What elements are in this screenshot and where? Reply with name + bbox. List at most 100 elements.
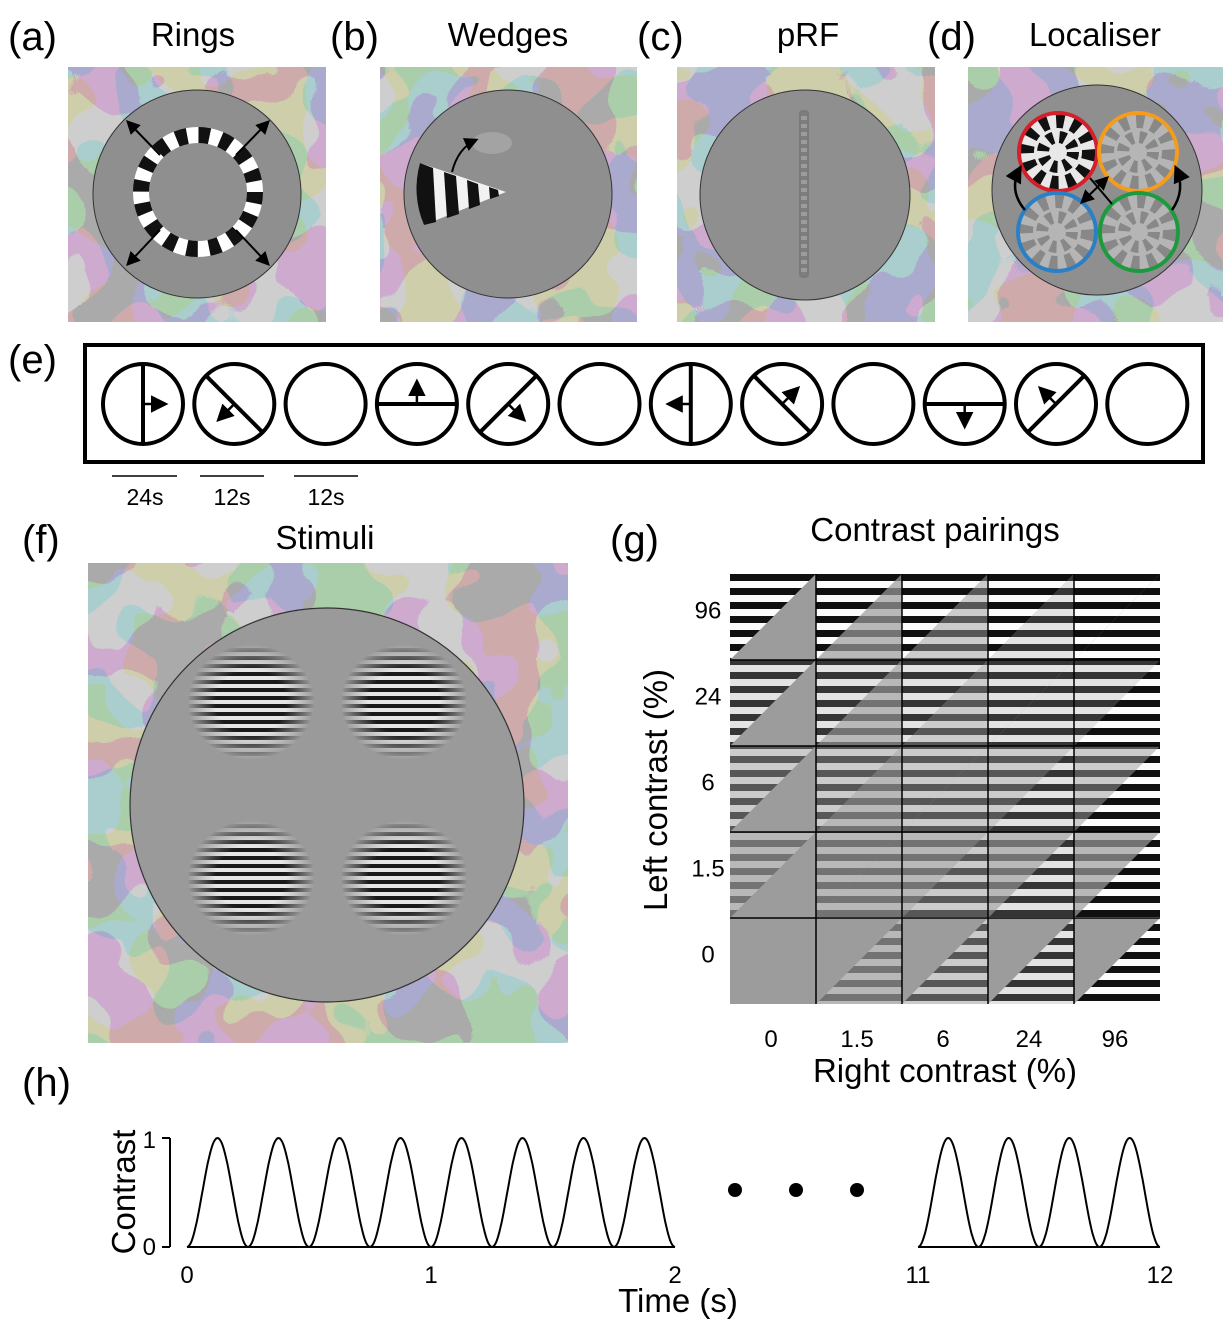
- panel-title-wedges: Wedges: [448, 16, 568, 53]
- pairing-cell: [730, 832, 816, 918]
- panel-label-h: (h): [22, 1061, 71, 1105]
- x-tick-label: 24: [1016, 1026, 1043, 1053]
- localiser-patch-green: [1098, 191, 1180, 273]
- pairing-cell: [902, 918, 988, 1004]
- panel-label-e: (e): [8, 338, 57, 382]
- ellipsis-dot: [728, 1183, 742, 1197]
- grating-top-left: [187, 644, 315, 760]
- checker-wedge: [416, 163, 506, 225]
- sequence-icon-diagonal-down-right: [466, 362, 551, 446]
- direction-arrow: [781, 385, 801, 405]
- duration-label: 12s: [213, 484, 250, 510]
- rotate-arrow: [451, 138, 479, 173]
- x-tick-label: 11: [906, 1262, 931, 1289]
- y-axis-label: Left contrast (%): [637, 669, 674, 911]
- pairing-cell: [902, 574, 988, 660]
- sequence-icon-horizontal-up: [374, 362, 459, 446]
- panel-label-a: (a): [8, 15, 57, 59]
- display-disc: [129, 607, 525, 1003]
- pairing-cell: [730, 660, 816, 746]
- localiser-patch-blue: [1016, 191, 1098, 273]
- ellipsis-dot: [789, 1183, 803, 1197]
- display-disc: [92, 89, 302, 299]
- checker-ring-light: [133, 127, 263, 257]
- pairing-cell: [816, 832, 902, 918]
- ring-blue: [1016, 191, 1098, 273]
- y-tick-label: 0: [143, 1234, 156, 1261]
- grating-bottom-left: [187, 820, 315, 936]
- panel-label-g: (g): [610, 518, 659, 562]
- panel-f-stimuli: [88, 563, 568, 1043]
- duration-label: 24s: [126, 484, 163, 510]
- panel-a-rings: [68, 67, 326, 322]
- y-tick-label: 24: [695, 684, 722, 711]
- sequence-arrow: [1005, 164, 1026, 211]
- pairing-cell: [902, 660, 988, 746]
- pairing-cell: [1074, 746, 1160, 832]
- pairing-cell: [988, 746, 1074, 832]
- x-axis-label: Time (s): [618, 1282, 738, 1319]
- pairing-cell: [1074, 832, 1160, 918]
- x-tick-label: 0: [764, 1026, 777, 1053]
- sequence-icon-blank: [283, 362, 368, 446]
- direction-arrow: [1037, 385, 1057, 405]
- panel-label-d: (d): [927, 15, 976, 59]
- localiser-patch-orange: [1097, 111, 1179, 193]
- pairing-cell: [816, 746, 902, 832]
- pairing-cell: [1074, 660, 1160, 746]
- diagonal-arrow: [1079, 176, 1110, 204]
- sequence-icon-vertical-right: [101, 362, 185, 446]
- sequence-icon-diagonal-up-left: [1014, 362, 1098, 446]
- x-tick-label: 96: [1102, 1026, 1129, 1053]
- duration-label: 12s: [307, 484, 344, 510]
- sequence-icon-blank: [1105, 362, 1190, 446]
- ring-orange: [1097, 111, 1179, 193]
- sequence-icon-blank: [831, 362, 916, 446]
- x-tick-label: 12: [1147, 1262, 1174, 1289]
- pairing-cell: [730, 918, 816, 1004]
- ring-green: [1098, 191, 1180, 273]
- contrast-grid: [730, 574, 1160, 1004]
- panel-label-c: (c): [637, 15, 684, 59]
- direction-arrow: [507, 403, 527, 423]
- pairing-cell: [988, 918, 1074, 1004]
- expand-arrow: [126, 229, 161, 267]
- pairing-cell: [1074, 574, 1160, 660]
- y-tick-label: 1: [143, 1127, 156, 1154]
- direction-arrow: [216, 403, 236, 423]
- sequence-icon-diagonal-up-right: [740, 362, 825, 446]
- panel-label-f: (f): [22, 518, 60, 562]
- chart-title: Contrast pairings: [810, 511, 1059, 548]
- pairing-cell: [730, 746, 816, 832]
- panel-b-wedges: [380, 67, 637, 322]
- pairing-cell: [988, 574, 1074, 660]
- panel-title-prf: pRF: [777, 16, 839, 53]
- panel-title-rings: Rings: [151, 16, 235, 53]
- ellipsis-dot: [850, 1183, 864, 1197]
- panel-title-stimuli: Stimuli: [275, 519, 374, 556]
- x-tick-label: 0: [180, 1262, 193, 1289]
- display-disc: [403, 89, 613, 299]
- expand-arrow: [235, 119, 270, 156]
- y-axis-label: Contrast: [105, 1130, 142, 1255]
- pairing-cell: [816, 660, 902, 746]
- panel-d-localiser: [968, 67, 1223, 322]
- x-tick-label: 6: [936, 1026, 949, 1053]
- sequence-arrow: [1170, 164, 1190, 211]
- sequence-icons: [101, 362, 1190, 446]
- panel-label-b: (b): [330, 15, 379, 59]
- sequence-icon-blank: [557, 362, 642, 446]
- x-tick-label: 2: [668, 1262, 681, 1289]
- pairing-cell: [816, 918, 902, 1004]
- panel-title-localiser: Localiser: [1029, 16, 1161, 53]
- panel-c-prf: [677, 67, 935, 322]
- pairing-cell: [988, 660, 1074, 746]
- contrast-waveform: [917, 1136, 1161, 1249]
- pairing-cell: [730, 574, 816, 660]
- x-axis-label: Right contrast (%): [813, 1052, 1077, 1089]
- sequence-icon-vertical-left: [648, 362, 733, 446]
- x-tick-label: 1.5: [840, 1026, 873, 1053]
